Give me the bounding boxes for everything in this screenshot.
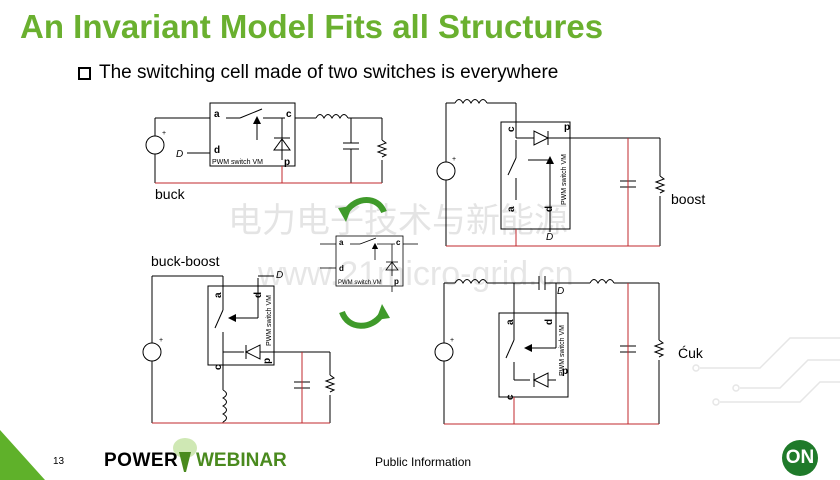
webinar-logo: WEBINAR [196,450,287,471]
buckboost-term-c: c [213,364,224,370]
buckboost-circuit [151,275,336,423]
cuk-label: Ćuk [678,345,704,361]
buckboost-source-icon [142,342,162,362]
center-diode-icon [385,261,399,271]
boost-term-d: d [544,206,555,212]
buckboost-label: buck-boost [151,253,220,269]
watermark-chinese: 电力电子技术与新能源 [228,202,568,240]
torch-icon [173,438,197,472]
buckboost-return-path [152,352,330,424]
buckboost-duty: D [276,270,283,281]
cuk-term-p: p [562,366,568,377]
boost-term-p: p [564,122,570,133]
buckboost-diode-icon [244,344,261,360]
buckboost-term-d: d [253,292,264,298]
bullet-item: The switching cell made of two switches … [78,62,558,84]
buck-term-d: d [214,145,220,156]
buck-label: buck [155,186,186,202]
boost-diode-icon [533,130,550,146]
cuk-return-path [444,283,659,425]
footer-public-info: Public Information [375,455,472,469]
boost-label: boost [671,191,705,207]
bullet-text: The switching cell made of two switches … [99,62,559,83]
decorative-traces [692,337,840,406]
buck-term-p: p [284,157,290,168]
buckboost-term-a: a [213,292,224,298]
cuk-circuit [443,276,665,424]
buck-term-c: c [286,109,292,120]
buck-diode-icon [273,138,291,151]
boost-return-path [446,138,660,247]
boost-pwm-label: PWM switch VM [561,154,568,205]
center-term-c: c [396,238,401,247]
buck-source-icon [145,135,165,155]
buckboost-term-p: p [262,358,273,364]
boost-duty: D [546,232,553,243]
slide-title: An Invariant Model Fits all Structures [20,8,604,45]
cuk-plus: + [450,337,454,344]
cuk-diode-icon [532,372,549,388]
buck-term-a: a [214,109,220,120]
corner-triangle [0,430,45,480]
power-logo: POWER [104,450,179,471]
boost-source-icon [436,161,456,181]
buck-duty: D [176,149,183,160]
rotate-arrow-bottom-icon [339,310,385,329]
center-pwm-label: PWM switch VM [338,280,382,286]
buck-plus: + [162,130,166,137]
buckboost-pwm-label: PWM switch VM [266,295,273,346]
buck-return-path [155,166,382,184]
cuk-term-d: d [544,319,555,325]
boost-term-c: c [506,126,517,132]
cuk-pwm-label: PWM switch VM [559,325,566,376]
watermark-url: www.21micro-grid.cn [257,255,574,293]
cuk-duty: D [557,286,564,297]
center-cell [320,235,418,292]
center-term-d: d [339,264,344,273]
buck-circuit [154,102,388,183]
on-semi-logo: ON [782,440,818,476]
center-term-p: p [394,277,399,286]
cuk-source-icon [434,342,454,362]
buckboost-plus: + [159,337,163,344]
center-term-a: a [339,238,344,247]
buck-pwm-label: PWM switch VM [212,159,263,166]
checkbox-bullet-icon [78,66,91,80]
cuk-term-a: a [505,319,516,325]
boost-term-a: a [506,206,517,212]
page-number: 13 [53,456,65,467]
cuk-term-c: c [505,394,516,400]
boost-plus: + [452,156,456,163]
